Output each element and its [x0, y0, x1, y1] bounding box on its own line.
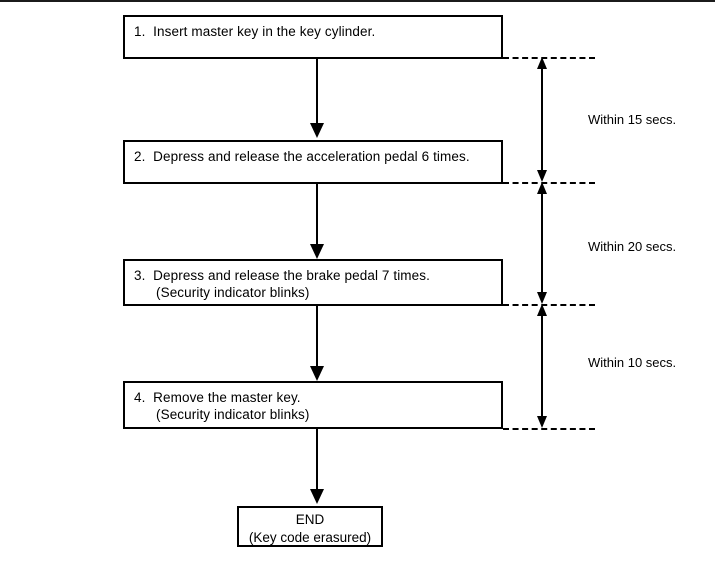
- timing-1-arrow-up-icon: [537, 57, 547, 69]
- page-top-rule: [0, 0, 715, 2]
- end-node-line2: (Key code erasured): [248, 530, 372, 545]
- step-2-primary-text: 2. Depress and release the acceleration …: [134, 149, 470, 164]
- arrowhead-step1-to-step2-icon: [310, 123, 324, 138]
- connector-step3-to-step4: [316, 306, 318, 368]
- flowchart-step-1[interactable]: 1. Insert master key in the key cylinder…: [123, 15, 503, 59]
- step-3-secondary-text: (Security indicator blinks): [156, 285, 310, 300]
- connector-step1-to-step2: [316, 59, 318, 125]
- timing-2-label: Within 20 secs.: [588, 239, 677, 254]
- timing-3-arrow-up-icon: [537, 304, 547, 316]
- timing-3-arrow-down-icon: [537, 416, 547, 428]
- step-1-primary-text: 1. Insert master key in the key cylinder…: [134, 24, 376, 39]
- end-node-line1: END: [295, 512, 325, 527]
- step-3-primary-text: 3. Depress and release the brake pedal 7…: [134, 268, 430, 283]
- leader-after-step4: [503, 428, 595, 430]
- leader-after-step3: [503, 304, 595, 306]
- arrowhead-step4-to-end-icon: [310, 489, 324, 504]
- connector-step4-to-end: [316, 429, 318, 491]
- timing-1-label: Within 15 secs.: [588, 112, 677, 127]
- leader-after-step1: [503, 57, 595, 59]
- step-4-secondary-text: (Security indicator blinks): [156, 407, 310, 422]
- timing-2-shaft: [541, 187, 543, 299]
- step-4-primary-text: 4. Remove the master key.: [134, 390, 301, 405]
- flowchart-end-node[interactable]: END (Key code erasured): [237, 506, 383, 547]
- arrowhead-step2-to-step3-icon: [310, 244, 324, 259]
- timing-3-shaft: [541, 309, 543, 423]
- flowchart-step-4[interactable]: 4. Remove the master key. (Security indi…: [123, 381, 503, 429]
- timing-1-arrow-down-icon: [537, 170, 547, 182]
- arrowhead-step3-to-step4-icon: [310, 366, 324, 381]
- connector-step2-to-step3: [316, 184, 318, 246]
- timing-2-arrow-down-icon: [537, 292, 547, 304]
- timing-1-shaft: [541, 62, 543, 178]
- timing-2-arrow-up-icon: [537, 182, 547, 194]
- timing-3-label: Within 10 secs.: [588, 355, 677, 370]
- flowchart-step-3[interactable]: 3. Depress and release the brake pedal 7…: [123, 259, 503, 306]
- flowchart-step-2[interactable]: 2. Depress and release the acceleration …: [123, 140, 503, 184]
- leader-after-step2: [503, 182, 595, 184]
